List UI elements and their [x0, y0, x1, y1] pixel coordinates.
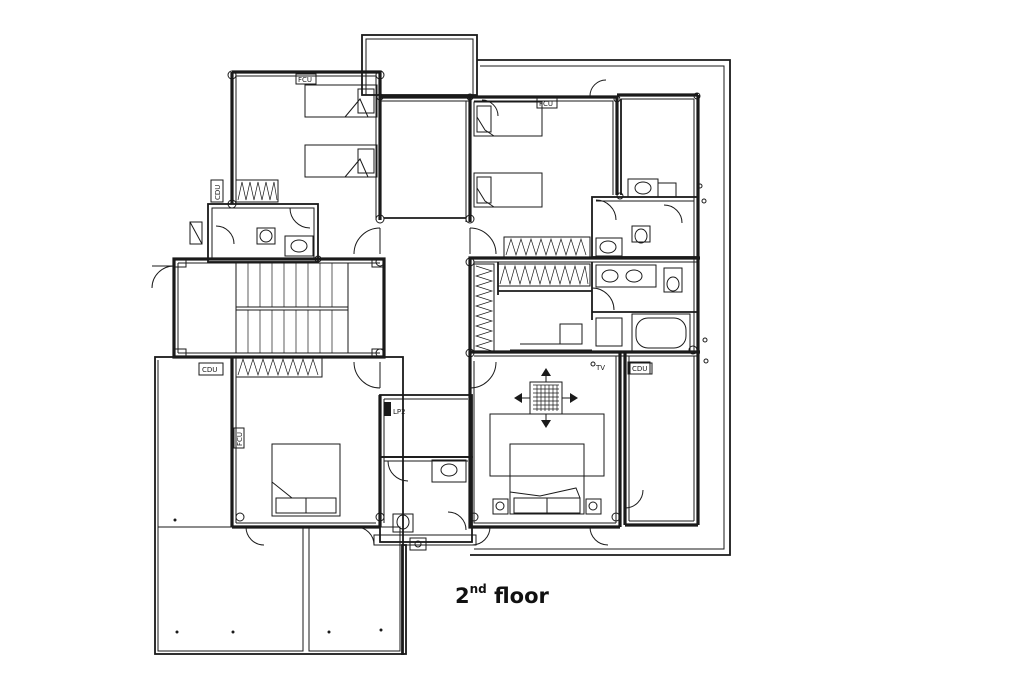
stair — [235, 262, 349, 354]
desk — [510, 323, 592, 351]
cdu-label-nw: CDU — [214, 185, 222, 200]
floor-word: floor — [494, 584, 549, 608]
fcu-label-ne: FCU — [539, 100, 553, 108]
columns — [227, 70, 701, 522]
terrace-outlines — [154, 34, 731, 655]
beds — [271, 84, 605, 517]
fcu-label-sw: FCU — [236, 432, 244, 446]
ceiling-fan — [514, 368, 578, 428]
floor-caption: 2nd floor — [455, 582, 549, 608]
floor-ordinal-suffix: nd — [469, 582, 487, 596]
fcu-label-nw: FCU — [298, 76, 312, 84]
cdu-label-se: CDU — [632, 365, 647, 373]
bathroom-fixtures — [256, 178, 691, 551]
cdu-label-sw: CDU — [202, 366, 217, 374]
main-walls — [172, 70, 700, 546]
terrace-markers — [173, 183, 709, 634]
tv-label: TV — [595, 364, 605, 372]
doors — [151, 79, 683, 546]
floor-number: 2 — [455, 584, 470, 608]
equipment-labels: FCU FCU FCU CDU CDU CDU LP2 TV — [189, 73, 653, 449]
lp2-label: LP2 — [393, 408, 406, 416]
wardrobes — [235, 179, 591, 378]
